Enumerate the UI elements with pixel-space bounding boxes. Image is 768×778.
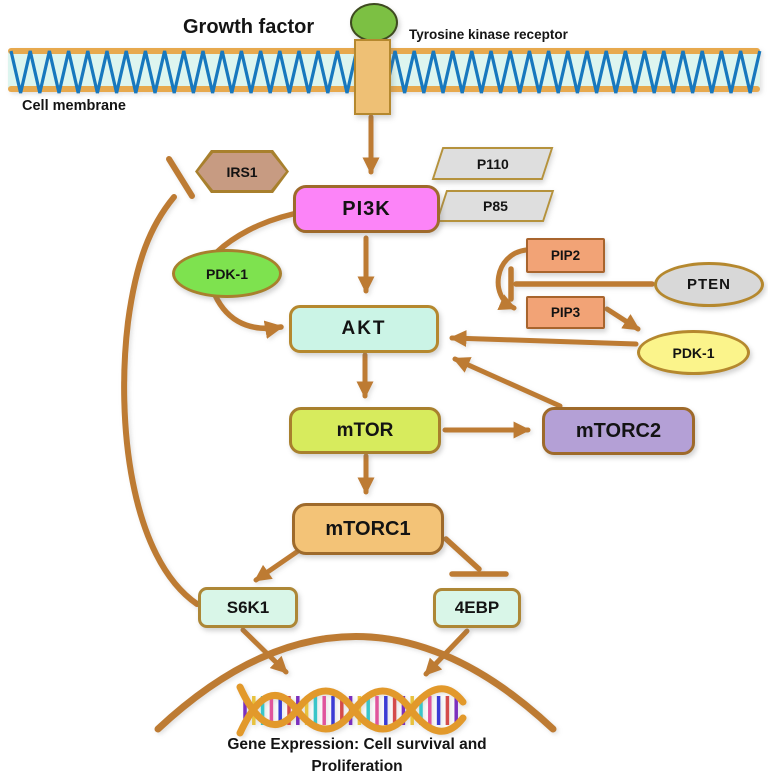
node-pdk1-right: PDK-1 xyxy=(637,330,750,375)
node-pdk1-left: PDK-1 xyxy=(172,249,282,298)
arrow-pdk1-right-to-akt xyxy=(449,329,639,347)
tyrosine-kinase-receptor xyxy=(354,39,391,115)
dna-strand-b xyxy=(236,687,467,737)
arrow-pip3-to-pdk1-right xyxy=(604,306,641,332)
feedback-s6k1-to-irs1 xyxy=(121,194,200,607)
nucleus-membrane-arc xyxy=(154,633,557,733)
node-mtorc2: mTORC2 xyxy=(542,407,695,455)
tbar-mtorc1-4ebp-line xyxy=(443,536,482,572)
arrow-mtorc2-to-akt xyxy=(452,356,563,409)
node-irs1-label: IRS1 xyxy=(198,153,286,190)
growth-factor-ligand xyxy=(350,3,398,42)
node-pip3: PIP3 xyxy=(526,296,605,329)
node-pip2: PIP2 xyxy=(526,238,605,273)
node-akt: AKT xyxy=(289,305,439,353)
node-irs1: IRS1 xyxy=(195,150,289,193)
gene-expression-caption-line2: Proliferation xyxy=(311,758,403,775)
arrow-mtorc1-to-s6k1 xyxy=(253,546,304,583)
gene-expression-caption-line1: Gene Expression: Cell survival and xyxy=(227,736,487,753)
node-pi3k: PI3K xyxy=(293,185,440,233)
node-p110: P110 xyxy=(431,147,554,180)
node-p110-label: P110 xyxy=(476,155,509,172)
growth-factor-label: Growth factor xyxy=(183,16,315,38)
node-pten: PTEN xyxy=(654,262,764,307)
node-p85-label: P85 xyxy=(482,198,508,214)
tyrosine-kinase-receptor-label: Tyrosine kinase receptor xyxy=(409,27,568,42)
dna-helix xyxy=(236,683,467,737)
node-mtorc1: mTORC1 xyxy=(292,503,444,555)
arrow-pip2-to-pip3 xyxy=(495,247,529,311)
arrow-pdk1-left-to-akt xyxy=(212,292,284,339)
node-s6k1: S6K1 xyxy=(198,587,298,628)
node-4ebp: 4EBP xyxy=(433,588,521,628)
cell-membrane-label: Cell membrane xyxy=(22,98,126,114)
curve-pi3k-to-pdk1-left xyxy=(214,211,296,255)
node-p85: P85 xyxy=(435,190,555,222)
node-mtor: mTOR xyxy=(289,407,441,454)
tbar-irs1-cap xyxy=(166,156,195,199)
arrow-s6k1-to-dna xyxy=(240,627,289,675)
